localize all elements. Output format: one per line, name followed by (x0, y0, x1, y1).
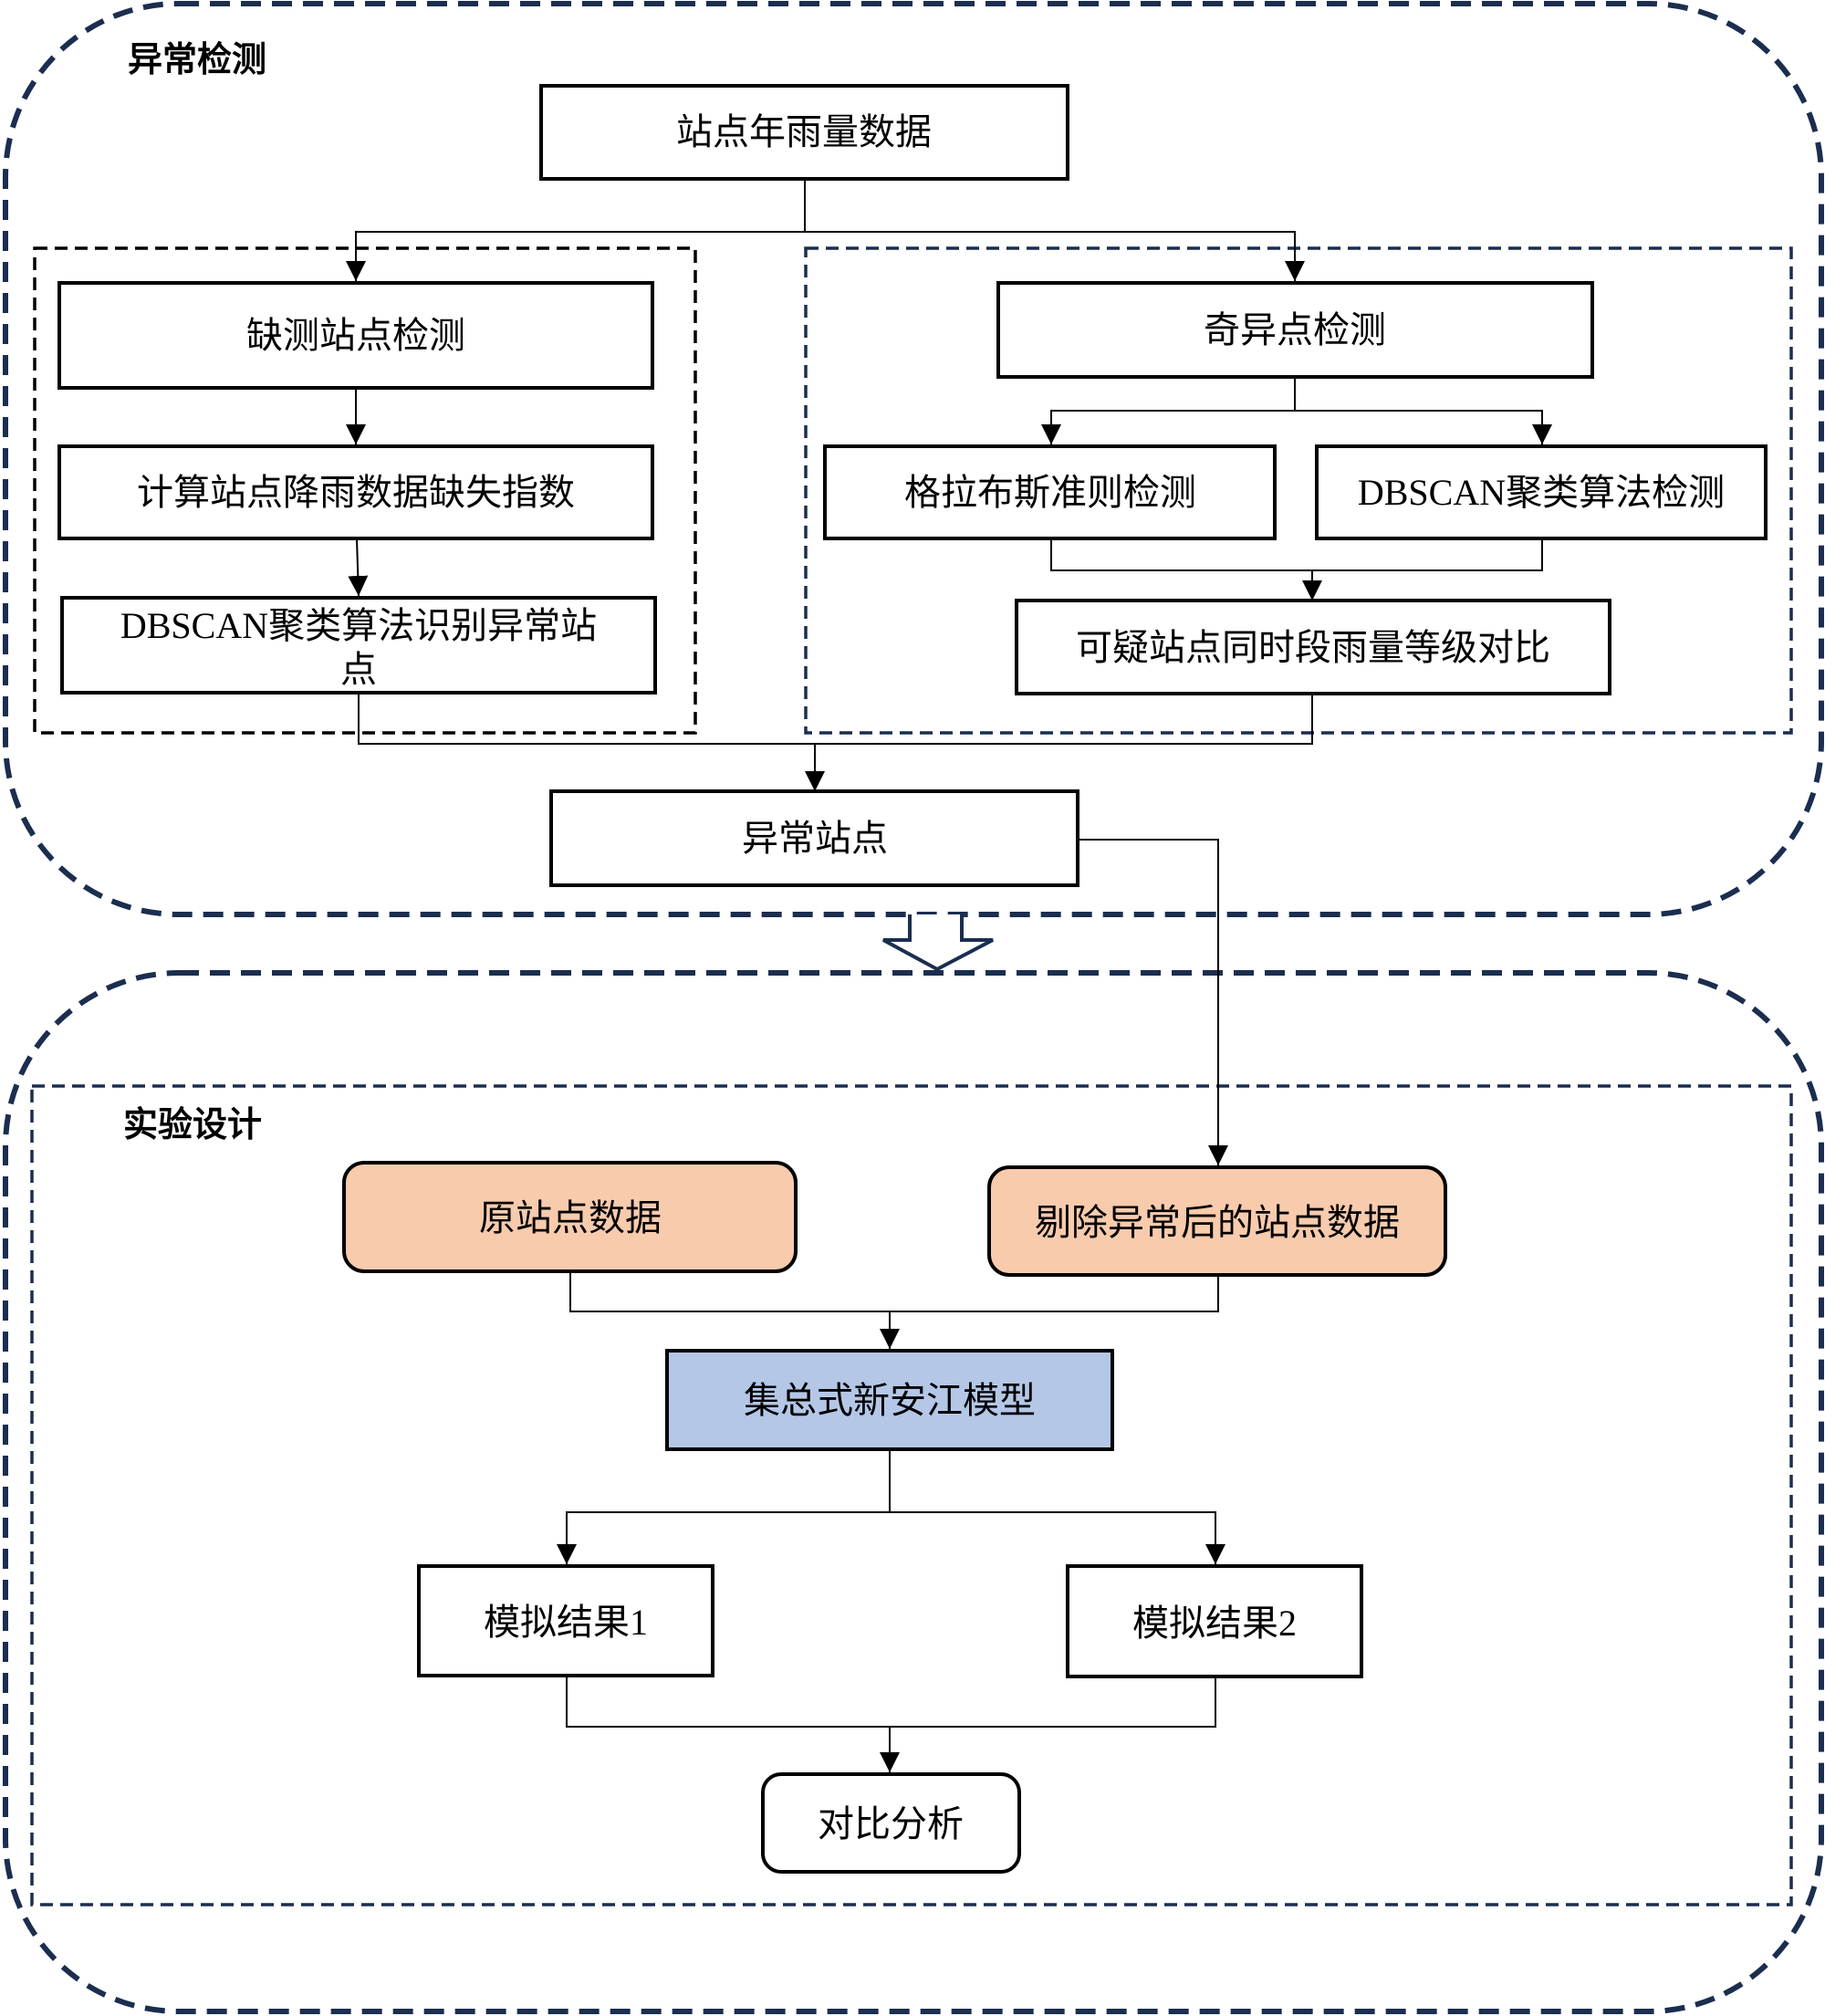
connector (890, 1511, 1225, 1564)
transition-arrow-icon (882, 914, 994, 972)
svg-text:DBSCAN聚类算法检测: DBSCAN聚类算法检测 (1358, 472, 1725, 513)
anomaly-detection-frame (3, 1, 1824, 917)
connector (348, 538, 369, 597)
node-xinanjiang-model: 集总式新安江模型 (665, 1349, 1114, 1451)
experiment-design-frame (3, 970, 1824, 2014)
svg-text:剔除异常后的站点数据: 剔除异常后的站点数据 (1035, 1202, 1400, 1243)
node-outlier-detection: 奇异点检测 (996, 281, 1594, 379)
svg-text:对比分析: 对比分析 (818, 1803, 964, 1844)
connector (566, 1676, 1216, 1728)
node-grubbs-test: 格拉布斯准则检测 (823, 444, 1277, 540)
node-suspicious-comparison: 可疑站点同时段雨量等级对比 (1015, 599, 1611, 695)
svg-text:格拉布斯准则检测: 格拉布斯准则检测 (904, 472, 1196, 513)
svg-text:异常站点: 异常站点 (742, 818, 888, 859)
connector (1050, 538, 1543, 571)
svg-text:缺测站点检测: 缺测站点检测 (246, 315, 465, 356)
anomaly-detection-title: 异常检测 (128, 39, 266, 79)
node-dbscan-detection: DBSCAN聚类算法检测 (1315, 444, 1768, 540)
node-station-annual-rainfall: 站点年雨量数据 (539, 84, 1069, 181)
experiment-design-title: 实验设计 (123, 1104, 262, 1144)
missing-detection-group (33, 246, 697, 735)
node-dbscan-identify: DBSCAN聚类算法识别异常站 点 (60, 596, 657, 695)
svg-text:奇异点检测: 奇异点检测 (1204, 309, 1386, 350)
svg-text:计算站点降雨数据缺失指数: 计算站点降雨数据缺失指数 (137, 472, 575, 513)
node-comparative-analysis: 对比分析 (761, 1772, 1021, 1874)
connector (569, 1271, 1219, 1312)
connector (358, 693, 1313, 745)
node-missing-station-detection: 缺测站点检测 (57, 281, 654, 390)
experiment-inner-frame (30, 1084, 1793, 1906)
svg-text:模拟结果1: 模拟结果1 (484, 1602, 648, 1643)
connector (1078, 839, 1228, 1165)
svg-text:原站点数据: 原站点数据 (479, 1197, 662, 1238)
node-simulation-result-1: 模拟结果1 (417, 1564, 714, 1677)
connector (1041, 410, 1295, 444)
connector (557, 1511, 890, 1564)
svg-text:DBSCAN聚类算法识别异常站: DBSCAN聚类算法识别异常站 (120, 605, 597, 646)
connector (1295, 410, 1552, 444)
connector (346, 231, 805, 281)
node-simulation-result-2: 模拟结果2 (1066, 1564, 1363, 1678)
svg-text:站点年雨量数据: 站点年雨量数据 (676, 111, 932, 152)
node-compute-missing-index: 计算站点降雨数据缺失指数 (57, 444, 654, 540)
node-abnormal-stations: 异常站点 (549, 789, 1079, 887)
connector (805, 231, 1305, 281)
svg-text:集总式新安江模型: 集总式新安江模型 (744, 1380, 1036, 1421)
outlier-detection-group (804, 246, 1793, 735)
svg-text:可疑站点同时段雨量等级对比: 可疑站点同时段雨量等级对比 (1076, 627, 1550, 668)
node-cleaned-station-data: 剔除异常后的站点数据 (987, 1165, 1447, 1277)
svg-text:点: 点 (340, 649, 377, 690)
svg-text:模拟结果2: 模拟结果2 (1132, 1603, 1297, 1644)
node-original-station-data: 原站点数据 (342, 1161, 798, 1273)
